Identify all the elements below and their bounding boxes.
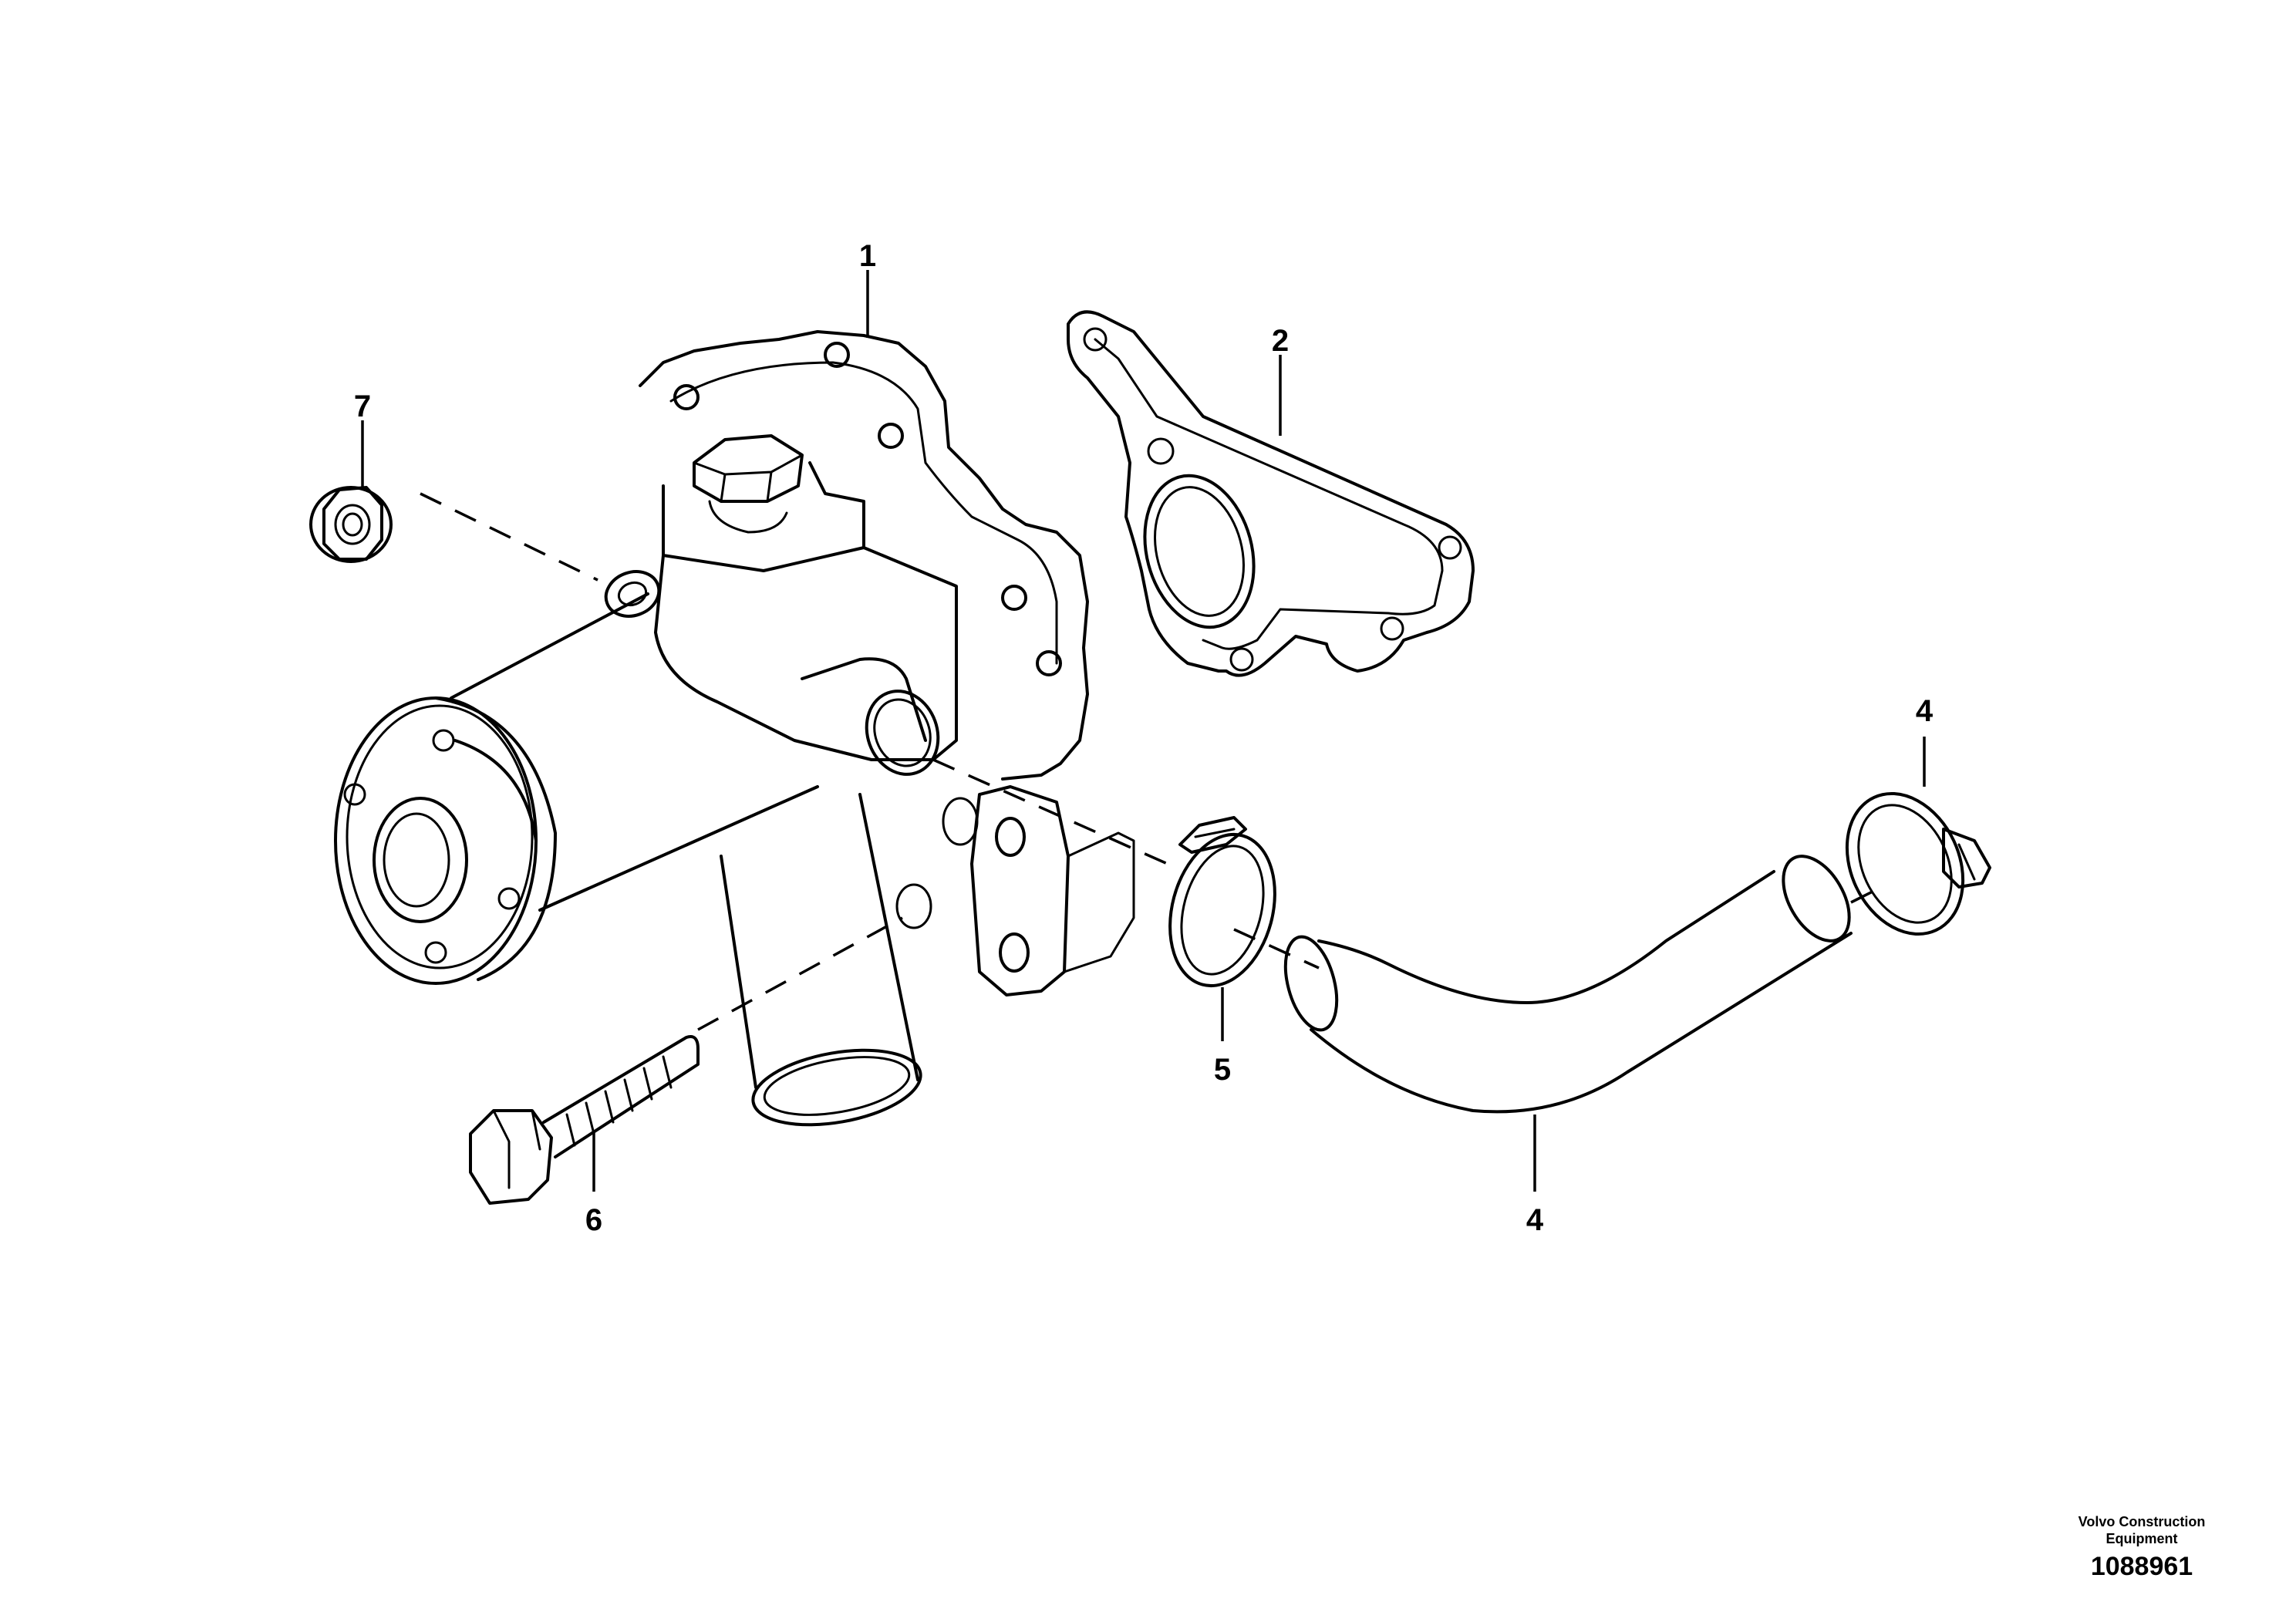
coolant-hose <box>1283 855 1853 1114</box>
flange-nut <box>309 486 393 563</box>
assembly-lines <box>420 492 1883 1031</box>
callout-2: 2 <box>1272 324 1289 358</box>
drawing-number: 1088961 <box>2090 1552 2193 1581</box>
callout-1: 1 <box>859 239 876 273</box>
callout-4-clamp: 4 <box>1916 694 1934 728</box>
brand-line-1: Volvo Construction <box>2078 1514 2206 1529</box>
callout-4-hose: 4 <box>1526 1203 1544 1237</box>
brand-line-2: Equipment <box>2106 1531 2178 1546</box>
callout-7: 7 <box>354 389 371 423</box>
hex-bolt <box>469 1035 700 1205</box>
hose-clamp-right <box>1845 791 1991 936</box>
callout-5: 5 <box>1214 1053 1231 1087</box>
water-pump <box>334 330 1135 1127</box>
callout-6: 6 <box>585 1203 602 1237</box>
hose-clamp-left <box>1168 816 1276 988</box>
gasket <box>1067 310 1475 677</box>
leader-lines <box>361 270 1926 1192</box>
drawing-footer: Volvo Construction Equipment 1088961 <box>2041 1513 2242 1582</box>
